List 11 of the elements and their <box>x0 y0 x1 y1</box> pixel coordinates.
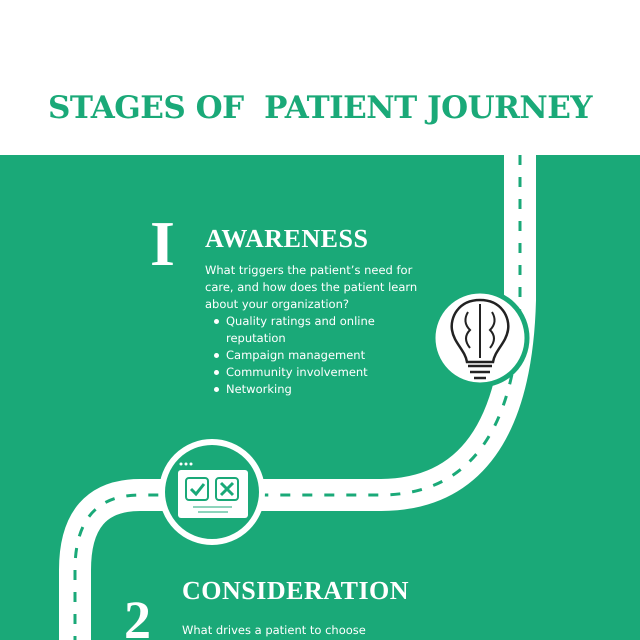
bullet-item: Campaign management <box>214 347 426 364</box>
title: STAGES OF PATIENT JOURNEY <box>46 90 594 126</box>
bullet-item: Quality ratings and online reputation <box>214 313 406 347</box>
stage-heading: CONSIDERATION <box>182 576 410 606</box>
stage-heading: AWARENESS <box>205 224 368 254</box>
bullet-item: Networking <box>214 381 426 398</box>
stage-description: What drives a patient to choose <box>182 622 367 639</box>
stage-numeral: 2 <box>124 593 151 640</box>
stage-description: What triggers the patient’s need for care, and how does the patient learn about your organization? <box>205 262 418 313</box>
bullet-item: Community involvement <box>214 364 426 381</box>
stage-numeral: I <box>150 212 175 276</box>
